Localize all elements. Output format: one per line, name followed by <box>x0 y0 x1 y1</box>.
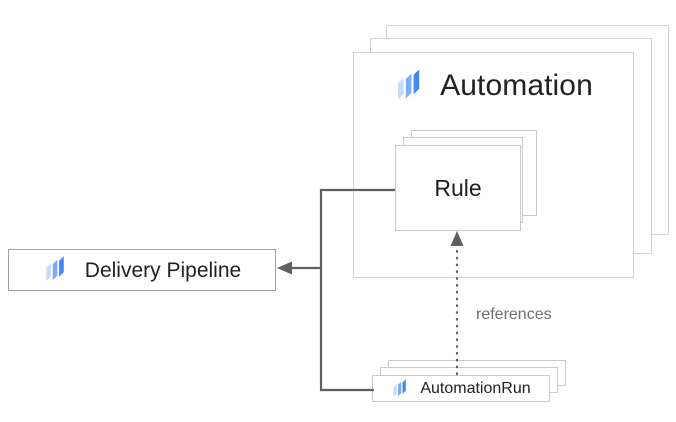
rule-label: Rule <box>434 174 482 201</box>
spellcheck-underline-icon <box>419 398 531 403</box>
edge-label-references: references <box>476 306 552 323</box>
delivery-pipeline-label: Delivery Pipeline <box>84 258 242 282</box>
google-cloud-deploy-icon <box>394 69 428 103</box>
automation-label: Automation <box>440 69 593 102</box>
automation-title: Automation <box>354 69 633 103</box>
google-cloud-deploy-icon <box>391 378 411 399</box>
rule-node[interactable]: Rule <box>395 145 521 231</box>
google-cloud-deploy-icon <box>43 256 71 284</box>
automation-run-label: AutomationRun <box>420 379 531 397</box>
automation-run-text: AutomationRun <box>420 379 531 397</box>
automation-run-node[interactable]: AutomationRun <box>372 375 550 402</box>
arrowhead-delivery-pipeline <box>277 261 292 275</box>
delivery-pipeline-node[interactable]: Delivery Pipeline <box>8 249 276 291</box>
